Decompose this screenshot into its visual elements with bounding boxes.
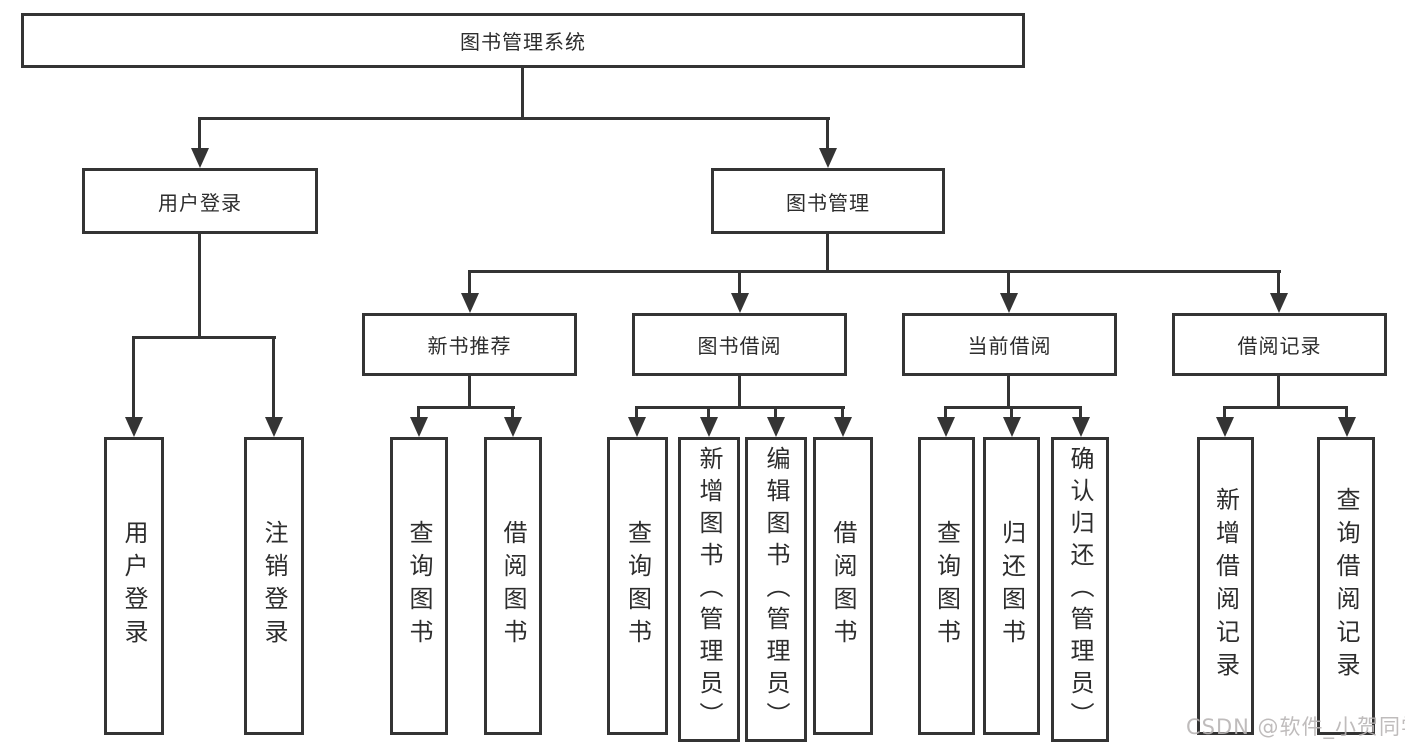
connector-line [1223, 406, 1226, 419]
arrow-down-icon [504, 417, 522, 437]
connector-line [738, 376, 741, 409]
leaf-add-borrow-record: 新增借阅记录 [1197, 437, 1254, 735]
connector-line [707, 406, 710, 419]
arrow-down-icon [628, 417, 646, 437]
arrow-down-icon [819, 148, 837, 168]
connector-line [944, 406, 947, 419]
connector-line [417, 406, 515, 409]
connector-line [738, 270, 741, 293]
connector-line [468, 270, 471, 293]
connector-line [198, 117, 830, 120]
arrow-down-icon [1003, 417, 1021, 437]
connector-line [1345, 406, 1348, 419]
node-borrowing-records: 借阅记录 [1172, 313, 1387, 376]
connector-line [511, 406, 514, 419]
leaf-borrow-books-borrow: 借阅图书 [813, 437, 873, 735]
connector-line [774, 406, 777, 419]
connector-line [1007, 376, 1010, 409]
arrow-down-icon [731, 293, 749, 313]
node-new-book-recommendation: 新书推荐 [362, 313, 577, 376]
leaf-add-book-admin: 新增图书（管理员） [678, 437, 740, 742]
arrow-down-icon [461, 293, 479, 313]
leaf-query-books-current: 查询图书 [918, 437, 975, 735]
leaf-confirm-return-admin: 确认归还（管理员） [1051, 437, 1109, 742]
arrow-down-icon [410, 417, 428, 437]
connector-line [826, 117, 829, 148]
leaf-edit-book-admin: 编辑图书（管理员） [745, 437, 807, 742]
connector-line [272, 336, 275, 417]
connector-line [1010, 406, 1013, 419]
connector-line [132, 336, 276, 339]
arrow-down-icon [265, 417, 283, 437]
leaf-query-books-recommend: 查询图书 [390, 437, 448, 735]
arrow-down-icon [1270, 293, 1288, 313]
connector-line [132, 336, 135, 417]
connector-line [944, 406, 1082, 409]
connector-line [1277, 270, 1280, 293]
connector-line [635, 406, 638, 419]
connector-line [1007, 270, 1010, 293]
leaf-borrow-books-recommend: 借阅图书 [484, 437, 542, 735]
arrow-down-icon [1338, 417, 1356, 437]
connector-line [826, 234, 829, 272]
connector-line [521, 68, 524, 117]
connector-line [841, 406, 844, 419]
leaf-logout: 注销登录 [244, 437, 304, 735]
node-current-borrowing: 当前借阅 [902, 313, 1117, 376]
arrow-down-icon [1000, 293, 1018, 313]
node-book-management: 图书管理 [711, 168, 945, 234]
connector-line [468, 270, 1281, 273]
csdn-watermark: CSDN @软件_小贺同学 [1186, 715, 1405, 739]
connector-line [635, 406, 845, 409]
arrow-down-icon [767, 417, 785, 437]
arrow-down-icon [1072, 417, 1090, 437]
leaf-return-book: 归还图书 [983, 437, 1040, 735]
arrow-down-icon [125, 417, 143, 437]
connector-line [1223, 406, 1348, 409]
connector-line [198, 234, 201, 337]
connector-line [417, 406, 420, 419]
connector-line [198, 117, 201, 148]
node-user-login: 用户登录 [82, 168, 318, 234]
connector-line [1277, 376, 1280, 409]
connector-line [1079, 406, 1082, 419]
leaf-user-login: 用户登录 [104, 437, 164, 735]
node-book-borrowing: 图书借阅 [632, 313, 847, 376]
leaf-query-borrow-record: 查询借阅记录 [1317, 437, 1375, 735]
arrow-down-icon [937, 417, 955, 437]
arrow-down-icon [1216, 417, 1234, 437]
arrow-down-icon [191, 148, 209, 168]
leaf-query-books-borrow: 查询图书 [607, 437, 668, 735]
arrow-down-icon [700, 417, 718, 437]
connector-line [468, 376, 471, 409]
arrow-down-icon [834, 417, 852, 437]
node-library-management-system: 图书管理系统 [21, 13, 1025, 68]
